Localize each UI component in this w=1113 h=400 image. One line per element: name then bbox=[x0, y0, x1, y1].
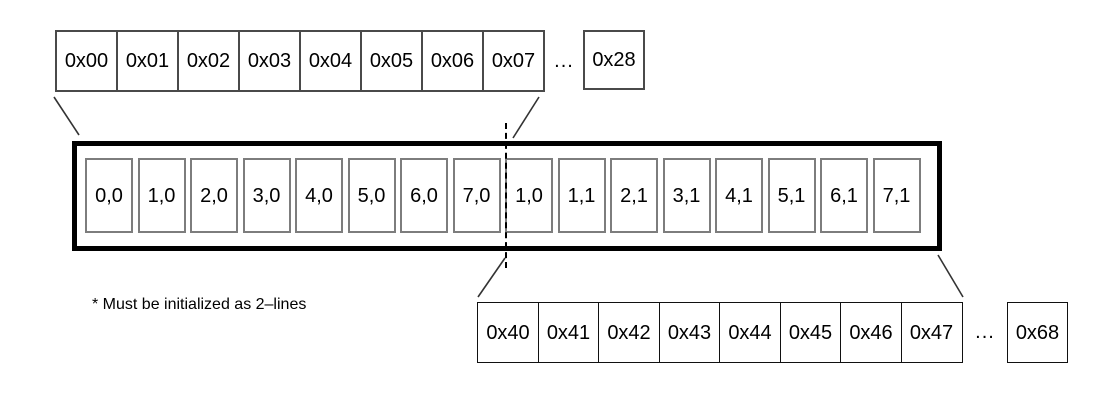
address-cell-tail-bottom: 0x68 bbox=[1007, 302, 1068, 363]
buffer-cell: 5,0 bbox=[347, 158, 396, 233]
buffer-cell: 3,0 bbox=[242, 158, 291, 233]
buffer-cell: 1,0 bbox=[505, 158, 553, 233]
connector-bottom-left-line bbox=[477, 257, 506, 298]
address-cell: 0x02 bbox=[177, 30, 240, 92]
address-cell: 0x43 bbox=[658, 302, 721, 363]
ellipsis-top: ... bbox=[554, 49, 574, 72]
buffer-cell: 6,0 bbox=[400, 158, 448, 233]
buffer-cell: 1,0 bbox=[137, 158, 186, 233]
ellipsis-bottom: ... bbox=[975, 321, 995, 343]
buffer-cell: 2,1 bbox=[610, 158, 658, 233]
buffer-cell: 7,1 bbox=[872, 158, 921, 233]
buffer-cell: 6,1 bbox=[820, 158, 868, 233]
address-cell: 0x03 bbox=[238, 30, 301, 92]
buffer-cell: 3,1 bbox=[662, 158, 711, 233]
buffer-cell: 4,1 bbox=[715, 158, 763, 233]
line-buffer-box: 0,0 1,0 2,0 3,0 4,0 5,0 6,0 7,0 1,0 1,1 … bbox=[72, 141, 942, 251]
address-cell: 0x41 bbox=[537, 302, 600, 363]
address-cell: 0x04 bbox=[299, 30, 362, 92]
line-split-dashed-divider bbox=[505, 123, 507, 268]
address-cell: 0x06 bbox=[421, 30, 484, 92]
address-cell: 0x46 bbox=[840, 302, 902, 363]
buffer-cell: 1,1 bbox=[557, 158, 606, 233]
buffer-cell: 5,1 bbox=[767, 158, 816, 233]
address-cell: 0x45 bbox=[779, 302, 842, 363]
address-cell: 0x42 bbox=[598, 302, 660, 363]
address-cell: 0x07 bbox=[482, 30, 545, 92]
address-cell: 0x44 bbox=[719, 302, 781, 363]
address-cell: 0x00 bbox=[55, 30, 118, 92]
address-cell: 0x01 bbox=[116, 30, 179, 92]
address-cell: 0x05 bbox=[360, 30, 423, 92]
footnote: * Must be initialized as 2–lines bbox=[92, 296, 307, 313]
buffer-cell: 7,0 bbox=[452, 158, 501, 233]
buffer-cell: 2,0 bbox=[190, 158, 238, 233]
connector-top-left-line bbox=[53, 96, 80, 136]
buffer-cell: 0,0 bbox=[85, 158, 133, 233]
address-row-top: 0x00 0x01 0x02 0x03 0x04 0x05 0x06 0x07 bbox=[55, 30, 545, 92]
address-row-bottom: 0x40 0x41 0x42 0x43 0x44 0x45 0x46 0x47 bbox=[477, 302, 963, 363]
address-cell: 0x40 bbox=[477, 302, 539, 363]
connector-bottom-right-line bbox=[937, 254, 964, 298]
address-cell: 0x47 bbox=[900, 302, 963, 363]
address-cell-tail-top: 0x28 bbox=[583, 30, 645, 90]
connector-top-right-line bbox=[512, 96, 540, 139]
buffer-cell: 4,0 bbox=[295, 158, 343, 233]
